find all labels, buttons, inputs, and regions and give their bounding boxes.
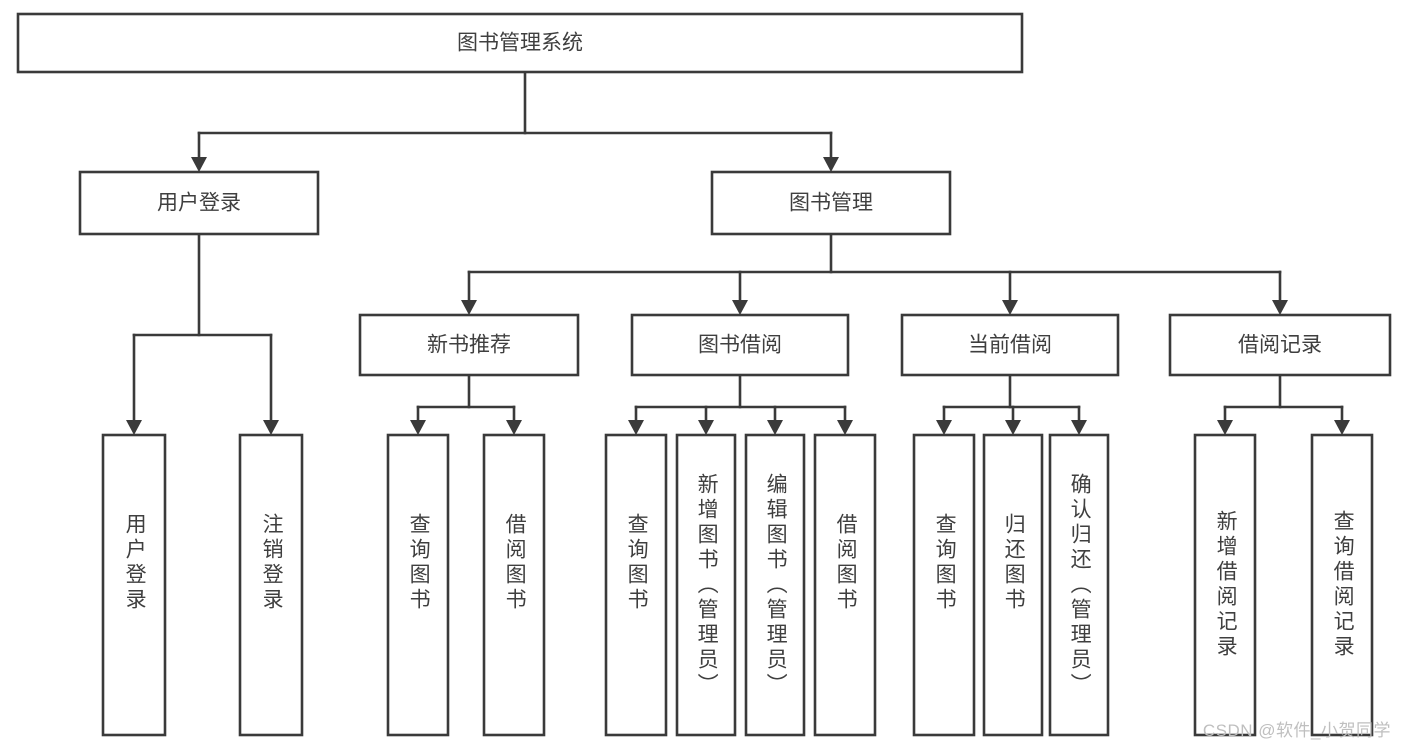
arrow-head-icon — [936, 420, 952, 435]
node-book-borrow-box[interactable] — [630, 313, 850, 377]
node-new-book-rec-box[interactable] — [358, 313, 580, 377]
node-new-book-rec-label: 新书推荐 — [427, 334, 511, 357]
root-node-box[interactable] — [16, 12, 1024, 74]
leaf-leaf-query-book-borrow-box[interactable] — [604, 433, 668, 737]
arrow-head-icon — [732, 300, 748, 315]
leaf-leaf-add-record-box[interactable] — [1193, 433, 1257, 737]
arrow-head-icon — [1272, 300, 1288, 315]
arrow-head-icon — [506, 420, 522, 435]
arrow-head-icon — [191, 157, 207, 172]
leaf-leaf-user-login-box[interactable] — [101, 433, 167, 737]
leaf-leaf-confirm-return-box[interactable] — [1048, 433, 1110, 737]
root-node-label: 图书管理系统 — [457, 32, 583, 55]
leaf-leaf-borrow-book-rec-box[interactable] — [482, 433, 546, 737]
node-user-login-label: 用户登录 — [157, 192, 241, 215]
leaf-leaf-query-record-box[interactable] — [1310, 433, 1374, 737]
csdn-watermark: CSDN @软件_小贺同学 — [1202, 721, 1391, 740]
leaf-leaf-return-book-box[interactable] — [982, 433, 1044, 737]
arrow-head-icon — [410, 420, 426, 435]
leaf-leaf-borrow-book-box[interactable] — [813, 433, 877, 737]
node-current-borrow-box[interactable] — [900, 313, 1120, 377]
arrow-head-icon — [1217, 420, 1233, 435]
leaf-leaf-add-book-box[interactable] — [675, 433, 737, 737]
arrow-head-icon — [628, 420, 644, 435]
arrow-head-icon — [1334, 420, 1350, 435]
arrow-head-icon — [1005, 420, 1021, 435]
node-current-borrow-label: 当前借阅 — [968, 334, 1052, 357]
leaf-leaf-logout-box[interactable] — [238, 433, 304, 737]
arrow-head-icon — [823, 157, 839, 172]
node-book-manage-label: 图书管理 — [789, 192, 873, 215]
arrow-head-icon — [767, 420, 783, 435]
node-borrow-record-label: 借阅记录 — [1238, 334, 1322, 357]
leaf-leaf-edit-book-box[interactable] — [744, 433, 806, 737]
node-borrow-record-box[interactable] — [1168, 313, 1392, 377]
arrow-head-icon — [1071, 420, 1087, 435]
leaf-leaf-query-book-current-box[interactable] — [912, 433, 976, 737]
node-user-login-box[interactable] — [78, 170, 320, 236]
arrow-head-icon — [126, 420, 142, 435]
leaf-leaf-query-book-rec-box[interactable] — [386, 433, 450, 737]
boxes-layer — [16, 12, 1392, 737]
node-book-borrow-label: 图书借阅 — [698, 334, 782, 357]
arrow-head-icon — [837, 420, 853, 435]
arrow-head-icon — [461, 300, 477, 315]
arrow-head-icon — [1002, 300, 1018, 315]
arrow-head-icon — [263, 420, 279, 435]
node-book-manage-box[interactable] — [710, 170, 952, 236]
arrow-head-icon — [698, 420, 714, 435]
connectors-layer — [126, 70, 1350, 435]
